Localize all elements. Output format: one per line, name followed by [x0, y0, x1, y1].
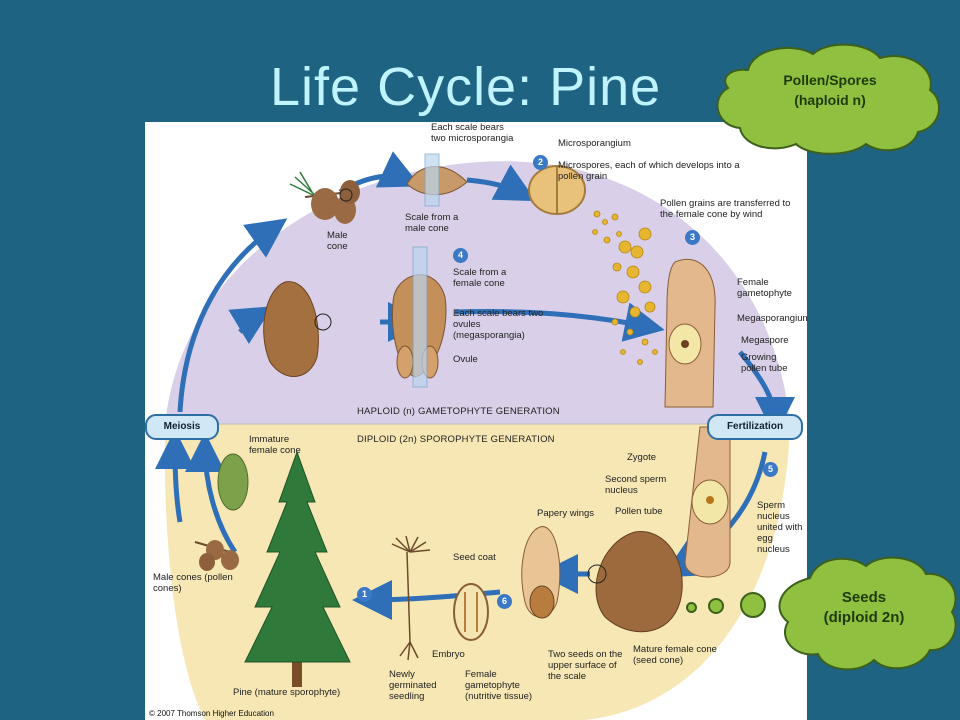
label-microspores: Microspores, each of which develops into…	[558, 160, 740, 182]
label-male-cone: Male cone	[327, 230, 348, 252]
copyright-text: © 2007 Thomson Higher Education	[149, 709, 274, 718]
immature-cone-graphic	[217, 453, 249, 511]
pollen-spores-cloud	[716, 43, 940, 155]
thought-bubble-large	[740, 592, 766, 618]
fertilization-pill: Fertilization	[707, 414, 803, 440]
seed-section-graphic	[453, 583, 489, 641]
female-scale-graphic	[391, 246, 447, 388]
life-cycle-diagram: HAPLOID (n) GAMETOPHYTE GENERATION DIPLO…	[145, 122, 807, 720]
label-pine: Pine (mature sporophyte)	[233, 687, 341, 698]
label-immature-female-cone: Immature female cone	[249, 434, 301, 456]
seeds-line1: Seeds	[841, 589, 887, 606]
label-megasporangium: Megasporangium	[737, 313, 807, 324]
label-two-ovules: Each scale bears two ovules (megasporang…	[453, 308, 544, 341]
pollen-spores-text: Pollen/Spores (haploid n)	[720, 70, 940, 110]
step-badge: 4	[453, 248, 468, 263]
label-zygote: Zygote	[627, 452, 657, 463]
thought-bubble-small	[686, 602, 697, 613]
pollen-spores-line1: Pollen/Spores	[783, 72, 877, 88]
mature-cone-graphic	[587, 531, 683, 633]
label-female-gametophyte-nutritive: Female gametophyte (nutritive tissue)	[465, 669, 533, 702]
label-embryo: Embryo	[432, 649, 465, 660]
male-cone-graphic	[289, 171, 360, 224]
label-seed-coat: Seed coat	[453, 552, 496, 563]
label-megaspore: Megaspore	[741, 335, 789, 346]
step-badge: 6	[497, 594, 512, 609]
page-title: Life Cycle: Pine	[270, 57, 662, 117]
label-seedling: Newly germinated seedling	[389, 669, 437, 702]
label-mature-female-cone: Mature female cone (seed cone)	[633, 644, 717, 666]
male-scale-graphic	[406, 153, 468, 207]
label-each-scale-microsporangia: Each scale bears two microsporangia	[431, 122, 514, 144]
seeds-text: Seeds (diploid 2n)	[780, 588, 948, 628]
label-pollen-tube: Pollen tube	[615, 506, 663, 517]
diploid-generation-label: DIPLOID (2n) SPOROPHYTE GENERATION	[357, 434, 555, 445]
haploid-region	[165, 161, 790, 424]
label-male-cones: Male cones (pollen cones)	[153, 572, 233, 594]
ovule-section-graphic	[664, 258, 716, 408]
label-scale-male: Scale from a male cone	[405, 212, 459, 234]
pollen-grains	[592, 210, 658, 365]
label-scale-female: Scale from a female cone	[453, 267, 507, 289]
thought-bubble-medium	[708, 598, 724, 614]
female-cone-graphic	[263, 281, 332, 378]
seeds-line2: (diploid 2n)	[823, 609, 905, 626]
label-growing-pollen-tube: Growing pollen tube	[741, 352, 788, 374]
label-microsporangium: Microsporangium	[558, 138, 631, 149]
step-badge: 3	[685, 230, 700, 245]
seedling-graphic	[391, 535, 431, 661]
label-papery-wings: Papery wings	[537, 508, 595, 519]
step-badge: 1	[357, 587, 372, 602]
pollen-spores-line2: (haploid n)	[794, 92, 866, 108]
label-ovule: Ovule	[453, 354, 478, 365]
microsporangium-graphic	[528, 165, 586, 215]
label-sperm-united: Sperm nucleus united with egg nucleus	[757, 500, 803, 555]
step-badge: 2	[533, 155, 548, 170]
label-pollen-transfer: Pollen grains are transferred to the fem…	[660, 198, 791, 220]
fertilization-graphic	[684, 426, 731, 578]
label-female-gametophyte: Female gametophyte	[737, 277, 792, 299]
diagram-graphics	[155, 151, 795, 720]
pine-tree-graphic	[244, 450, 351, 687]
step-badge: 5	[763, 462, 778, 477]
winged-seed-graphic	[521, 526, 561, 619]
label-two-seeds: Two seeds on the upper surface of the sc…	[548, 649, 623, 682]
male-cones-lower-graphic	[194, 540, 239, 571]
meiosis-pill: Meiosis	[145, 414, 219, 440]
seeds-cloud	[778, 556, 957, 671]
haploid-generation-label: HAPLOID (n) GAMETOPHYTE GENERATION	[357, 406, 560, 417]
label-second-sperm: Second sperm nucleus	[605, 474, 667, 496]
